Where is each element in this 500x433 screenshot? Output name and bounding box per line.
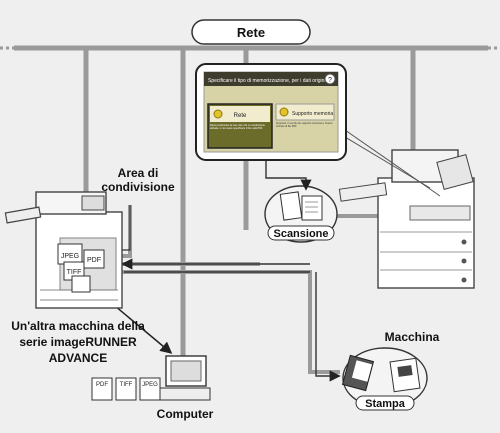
shared-files: JPEG PDF TIFF bbox=[57, 243, 105, 293]
panel-option-media-desc: Supporto. Il tuo file del supporto memor… bbox=[276, 122, 333, 128]
zoom-line-2 bbox=[344, 129, 441, 197]
shared-area-pointer bbox=[122, 205, 131, 251]
print-group: Stampa bbox=[341, 347, 428, 411]
panel-header: Specificare il tipo di memorizzazione, p… bbox=[208, 78, 331, 84]
network-label: Rete bbox=[237, 25, 265, 40]
panel-option-network-desc: Dopo posizionare la rete, fare clic su c… bbox=[210, 124, 265, 130]
computer-files: PDF TIFF JPEG bbox=[91, 377, 161, 401]
other-machine-label-2: serie imageRUNNER bbox=[19, 335, 137, 349]
computer-file-tiff: TIFF bbox=[120, 382, 133, 388]
other-machine-label-1: Un'altra macchina della bbox=[11, 319, 145, 333]
computer-file-pdf: PDF bbox=[96, 382, 108, 388]
shared-area-label-1: Area di bbox=[118, 166, 159, 180]
print-label: Stampa bbox=[365, 398, 406, 410]
machine-label: Macchina bbox=[385, 330, 440, 344]
computer-label: Computer bbox=[157, 407, 214, 421]
panel-option-media: Supporto memoria bbox=[292, 111, 333, 117]
file-pdf-label: PDF bbox=[87, 257, 101, 264]
network-label-box: Rete bbox=[191, 19, 311, 45]
file-jpeg-label: JPEG bbox=[61, 253, 79, 260]
file-tiff-label: TIFF bbox=[67, 269, 82, 276]
machine-icon bbox=[338, 149, 475, 289]
computer-file-jpeg: JPEG bbox=[142, 382, 158, 388]
panel-to-scan-arrow bbox=[265, 152, 312, 191]
panel-option-network: Rete bbox=[234, 113, 247, 119]
connection-lines bbox=[120, 205, 395, 374]
panel-help-icon: ? bbox=[328, 77, 332, 84]
print-arrow bbox=[315, 272, 341, 382]
computer-icon bbox=[159, 355, 211, 401]
other-machine-label-3: ADVANCE bbox=[49, 351, 107, 365]
scan-group: Scansione bbox=[264, 185, 338, 243]
shared-area-label-2: condivisione bbox=[101, 180, 175, 194]
scan-label: Scansione bbox=[273, 228, 328, 240]
touch-panel-callout: Specificare il tipo di memorizzazione, p… bbox=[195, 63, 347, 161]
